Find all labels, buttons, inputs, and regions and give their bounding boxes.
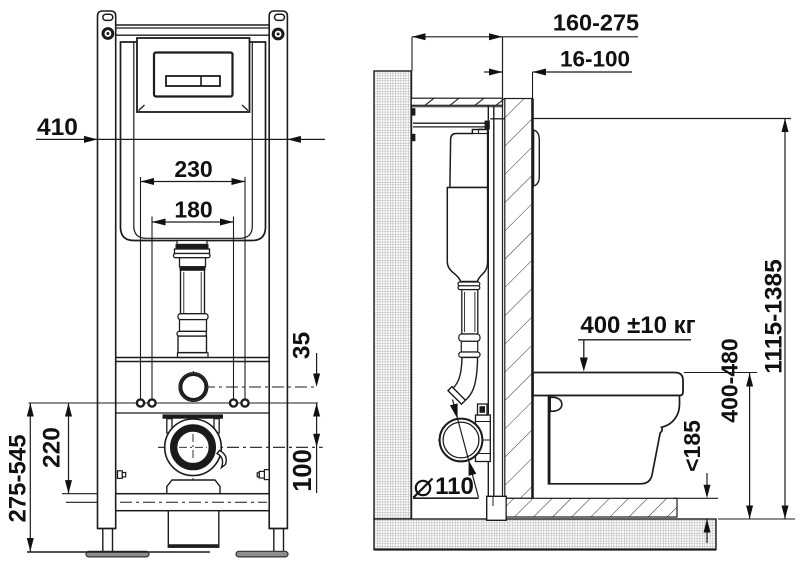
svg-text:400-480: 400-480 <box>717 338 743 422</box>
svg-text:16-100: 16-100 <box>560 46 630 71</box>
svg-text:220: 220 <box>38 427 65 468</box>
svg-text:35: 35 <box>288 332 315 359</box>
svg-text:160-275: 160-275 <box>553 10 639 36</box>
svg-text:400 ±10 кг: 400 ±10 кг <box>580 312 695 339</box>
svg-text:230: 230 <box>174 156 212 182</box>
svg-text:275-545: 275-545 <box>4 434 31 522</box>
svg-text:100: 100 <box>289 449 317 492</box>
svg-text:<185: <185 <box>679 420 705 472</box>
svg-text:110: 110 <box>435 473 474 500</box>
svg-text:410: 410 <box>37 114 78 141</box>
svg-text:1115-1385: 1115-1385 <box>760 259 787 373</box>
svg-text:180: 180 <box>174 197 212 223</box>
